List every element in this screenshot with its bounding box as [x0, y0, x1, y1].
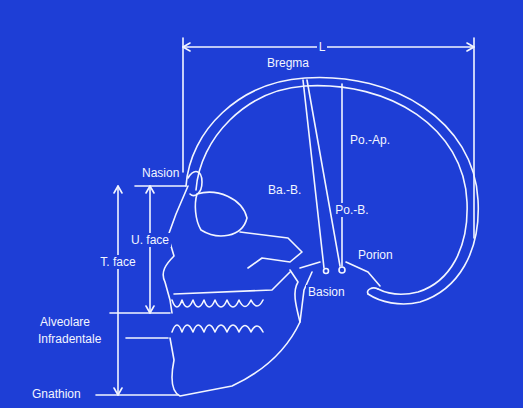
- landmark-label: Po.-B.: [333, 203, 370, 217]
- landmark-label: Gnathion: [30, 387, 83, 401]
- landmark-label: Ba.-B.: [266, 183, 303, 197]
- landmark-label: T. face: [98, 255, 137, 269]
- landmark-label: Porion: [356, 248, 395, 262]
- landmark-label: Nasion: [140, 166, 181, 180]
- landmark-label: Infradentale: [36, 332, 103, 346]
- landmark-label: Basion: [306, 285, 347, 299]
- landmark-label: Po.-Ap.: [348, 133, 392, 147]
- landmark-label: U. face: [129, 233, 171, 247]
- landmark-label: Alveolare: [38, 315, 92, 329]
- landmark-label: Bregma: [265, 56, 311, 70]
- landmark-label: L: [317, 40, 328, 54]
